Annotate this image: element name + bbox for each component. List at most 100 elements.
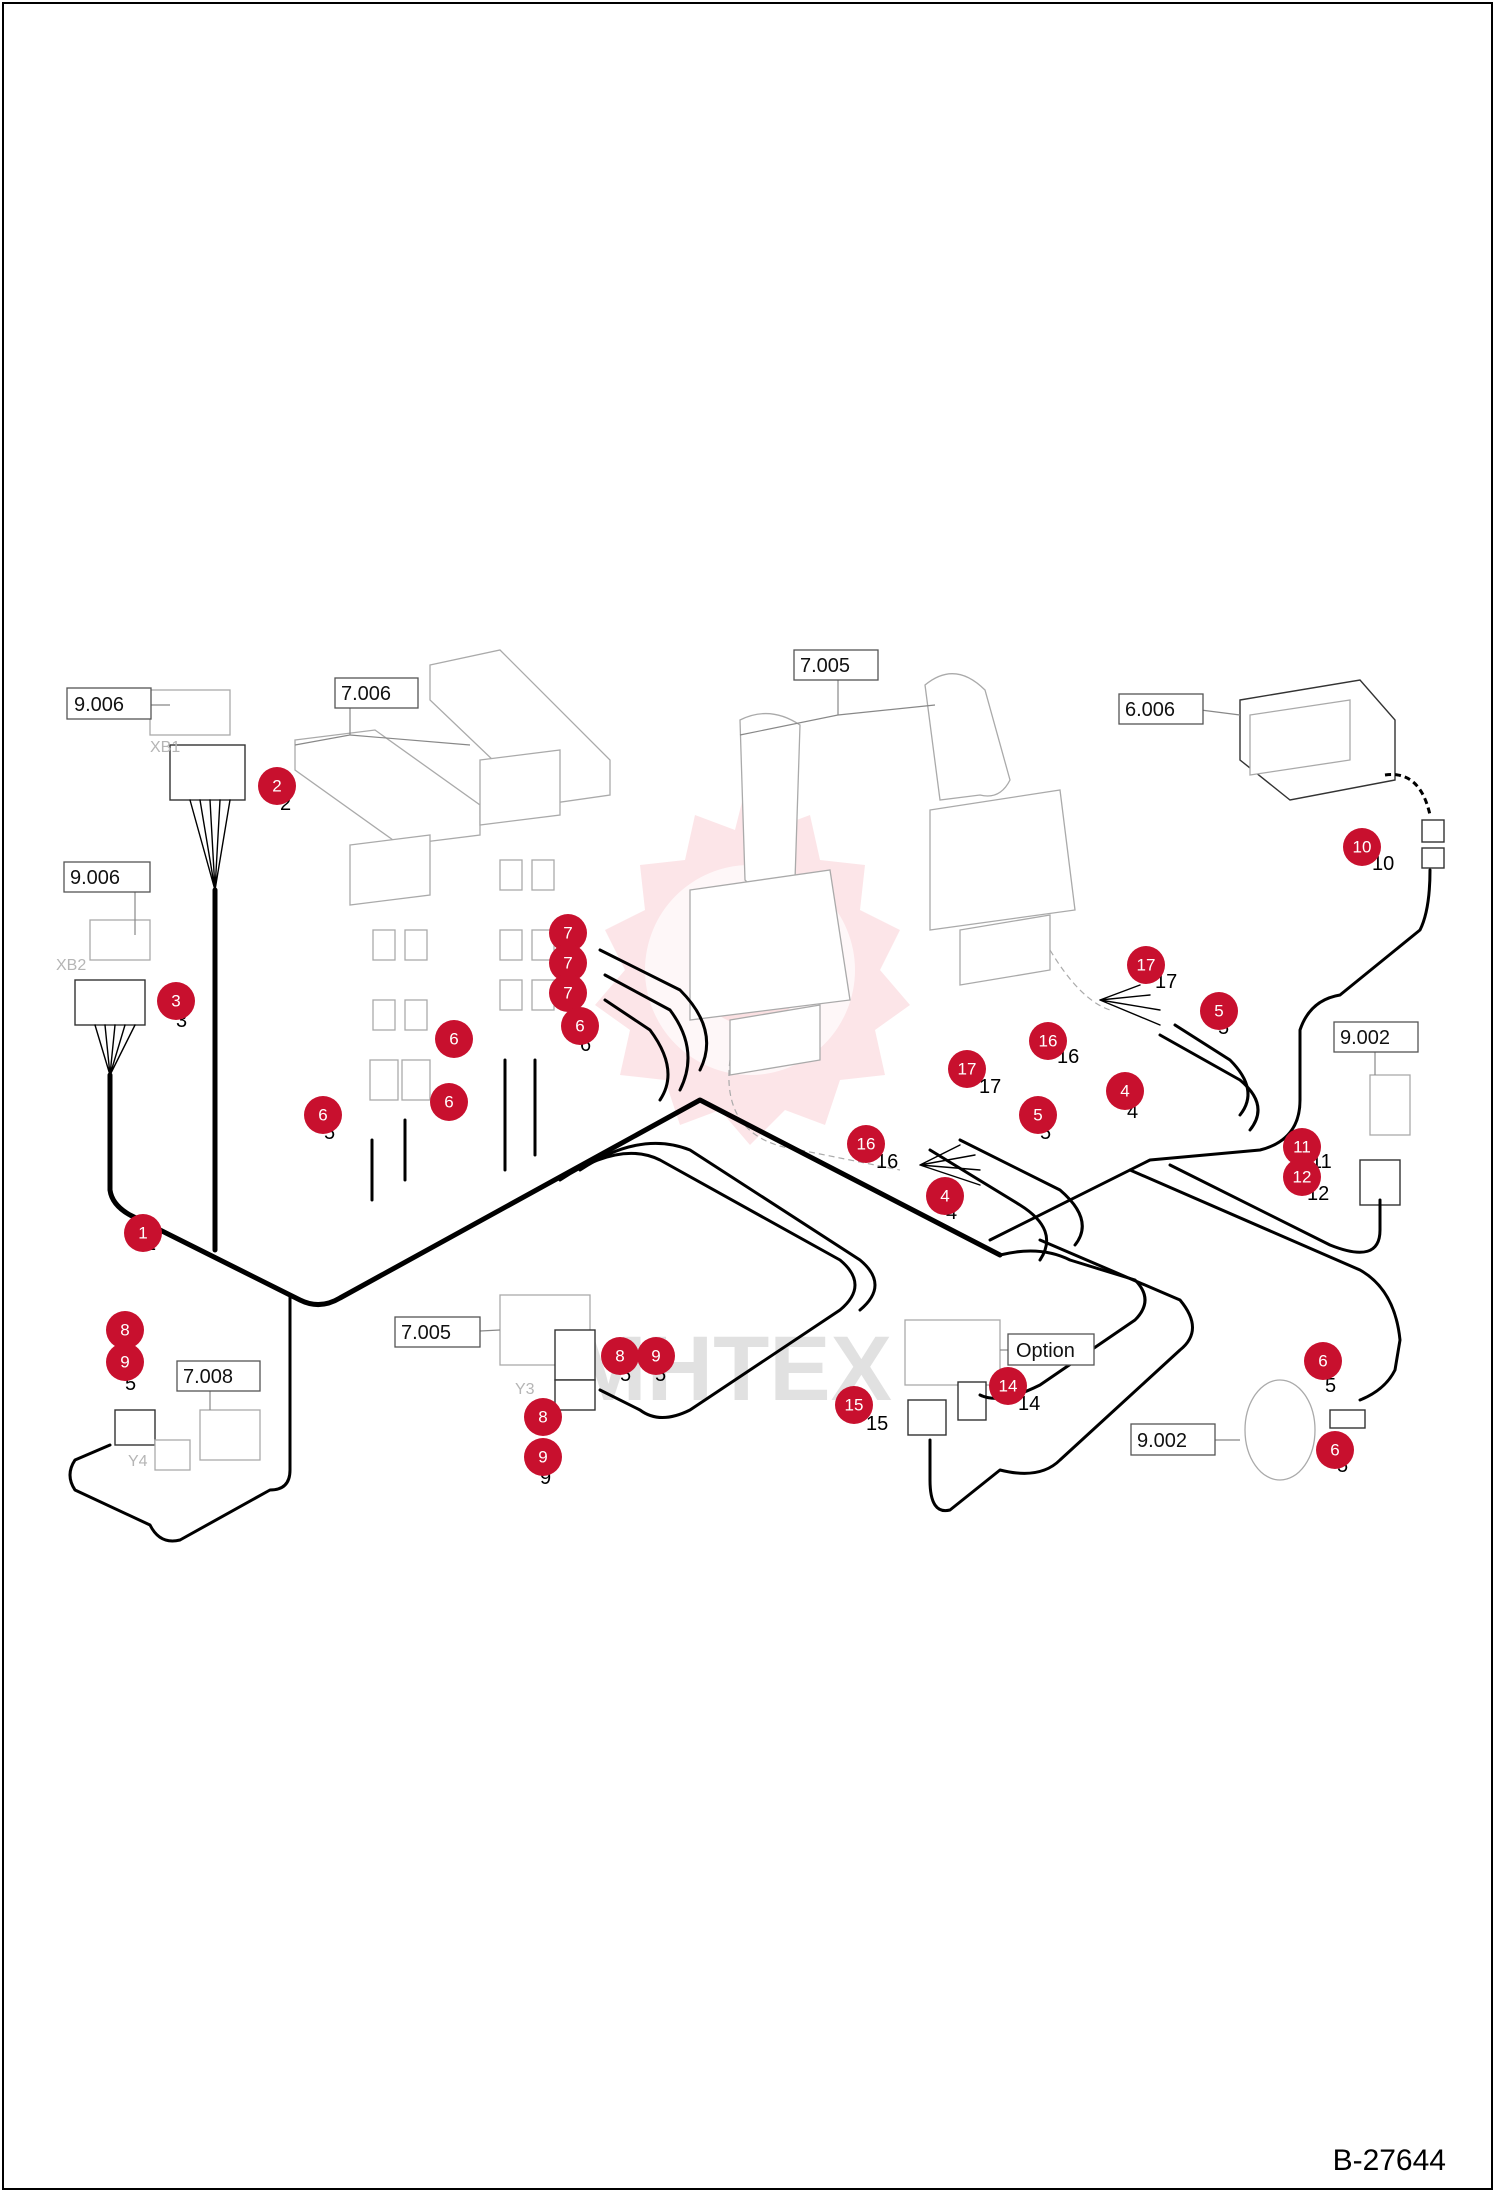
callout-7c: 7 [549, 974, 587, 1012]
svg-text:5: 5 [125, 1373, 136, 1395]
svg-text:5: 5 [1033, 1106, 1042, 1125]
connector-xb2: XB2 [56, 919, 151, 1026]
svg-text:11: 11 [1293, 1138, 1311, 1157]
svg-text:Y3: Y3 [515, 1381, 535, 1398]
svg-text:16: 16 [1039, 1032, 1058, 1051]
svg-text:9: 9 [540, 1467, 551, 1489]
svg-text:6: 6 [318, 1106, 327, 1125]
svg-text:7: 7 [563, 954, 572, 973]
svg-text:8: 8 [538, 1408, 547, 1427]
callout-3: 3 [157, 982, 195, 1020]
svg-text:8: 8 [120, 1321, 129, 1340]
svg-text:7.005: 7.005 [401, 1322, 451, 1344]
callout-17b: 17 [948, 1050, 986, 1088]
callout-16b: 16 [847, 1125, 885, 1163]
callout-14: 14 [989, 1367, 1027, 1405]
svg-text:7.008: 7.008 [183, 1366, 233, 1388]
svg-text:7.005: 7.005 [800, 655, 850, 677]
svg-text:5: 5 [1214, 1002, 1223, 1021]
callout-4b: 4 [926, 1177, 964, 1215]
callout-17a: 17 [1127, 946, 1165, 984]
callout-6a: 6 [435, 1020, 473, 1058]
callout-5a: 5 [1200, 992, 1238, 1030]
control-unit-6006 [1239, 679, 1445, 869]
callout-7b: 7 [549, 944, 587, 982]
svg-text:5: 5 [1325, 1375, 1336, 1397]
svg-text:17: 17 [1137, 956, 1156, 975]
svg-text:5: 5 [655, 1364, 666, 1386]
svg-text:16: 16 [857, 1135, 876, 1154]
pedal-bracket-right [429, 649, 611, 1011]
horn-9002 [1244, 1379, 1366, 1481]
svg-text:9: 9 [120, 1353, 129, 1372]
connector-xb1: XB1 [149, 689, 246, 801]
ref-box-6006: 6.006 [1118, 693, 1204, 725]
ref-box-7006: 7.006 [334, 677, 419, 709]
ref-box-9006-top: 9.006 [66, 687, 152, 720]
callout-6d: 6 [430, 1083, 468, 1121]
callout-15: 15 [835, 1386, 873, 1424]
svg-text:6: 6 [449, 1030, 458, 1049]
svg-text:16: 16 [876, 1151, 898, 1173]
callout-10: 10 [1343, 828, 1381, 866]
svg-text:6: 6 [1318, 1352, 1327, 1371]
svg-text:3: 3 [171, 992, 180, 1011]
svg-text:12: 12 [1293, 1168, 1312, 1187]
svg-text:15: 15 [845, 1396, 864, 1415]
callout-9-mid: 9 [637, 1337, 675, 1375]
callout-6b: 6 [561, 1007, 599, 1045]
svg-text:4: 4 [940, 1187, 949, 1206]
valve-y3: Y3 [499, 1294, 596, 1411]
svg-text:9.002: 9.002 [1137, 1430, 1187, 1452]
svg-text:17: 17 [979, 1076, 1001, 1098]
joystick-left [689, 712, 901, 1171]
svg-text:14: 14 [1018, 1393, 1040, 1415]
joystick-right [924, 672, 1111, 1011]
ref-box-7008: 7.008 [176, 1360, 261, 1392]
callout-7a: 7 [549, 914, 587, 952]
svg-text:4: 4 [1120, 1082, 1129, 1101]
svg-text:6: 6 [444, 1093, 453, 1112]
svg-text:7.006: 7.006 [341, 683, 391, 705]
pressure-switch-9002 [1359, 1074, 1411, 1206]
svg-text:10: 10 [1372, 853, 1394, 875]
svg-text:6: 6 [580, 1034, 591, 1056]
ref-box-7005-top: 7.005 [793, 649, 879, 681]
callouts: 2 3 7 7 7 6 6 6 6 1 8 9 17 16 5 4 17 16 … [106, 767, 1381, 1476]
svg-text:9.006: 9.006 [74, 694, 124, 716]
svg-text:Option: Option [1016, 1340, 1075, 1362]
svg-text:7: 7 [563, 924, 572, 943]
svg-text:5: 5 [620, 1364, 631, 1386]
svg-text:Y4: Y4 [128, 1453, 148, 1470]
ref-box-9006-mid: 9.006 [63, 861, 151, 893]
svg-text:3: 3 [176, 1010, 187, 1032]
callout-8-low: 8 [524, 1398, 562, 1436]
callout-12: 12 [1283, 1158, 1321, 1196]
svg-text:2: 2 [280, 793, 291, 815]
callout-4a: 4 [1106, 1072, 1144, 1110]
pedal-bracket-left [294, 729, 481, 1101]
callout-9-low: 9 [524, 1438, 562, 1476]
svg-text:5: 5 [324, 1122, 335, 1144]
svg-text:9.006: 9.006 [70, 867, 120, 889]
svg-text:9: 9 [538, 1448, 547, 1467]
svg-text:17: 17 [958, 1060, 977, 1079]
svg-text:9: 9 [651, 1347, 660, 1366]
ref-box-option: Option [1007, 1333, 1095, 1366]
svg-text:XB2: XB2 [56, 957, 86, 974]
callout-6f: 6 [1316, 1431, 1354, 1469]
svg-text:8: 8 [615, 1347, 624, 1366]
ref-box-9002-right: 9.002 [1333, 1021, 1419, 1053]
callout-5b: 5 [1019, 1096, 1057, 1134]
callout-8-left: 8 [106, 1311, 144, 1349]
callout-8-mid: 8 [601, 1337, 639, 1375]
svg-text:6: 6 [1330, 1441, 1339, 1460]
svg-text:6.006: 6.006 [1125, 699, 1175, 721]
callout-9-left: 9 [106, 1343, 144, 1381]
callout-6c: 6 [304, 1096, 342, 1134]
svg-text:2: 2 [272, 777, 281, 796]
svg-text:10: 10 [1353, 838, 1372, 857]
svg-text:5: 5 [1040, 1122, 1051, 1144]
svg-text:15: 15 [866, 1413, 888, 1435]
